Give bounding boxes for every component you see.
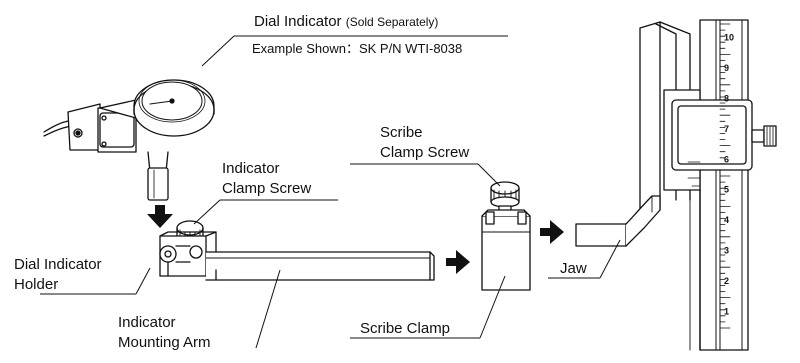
arrow-right-icon bbox=[446, 250, 470, 274]
dial-indicator-drawing bbox=[43, 79, 215, 201]
scale-number: 2 bbox=[724, 276, 729, 286]
arrow-down-icon bbox=[147, 205, 173, 228]
dial-indicator-label: Dial Indicator (Sold Separately) bbox=[254, 13, 438, 30]
scale-number: 9 bbox=[724, 63, 729, 73]
scale-number: 8 bbox=[724, 94, 729, 104]
indicator-clamp-screw-label-line1: Indicator bbox=[222, 160, 280, 177]
scribe-clamp-screw-label-line2: Clamp Screw bbox=[380, 144, 470, 161]
scale-number: 10 bbox=[724, 33, 734, 43]
indicator-clamp-screw-label-line2: Clamp Screw bbox=[222, 180, 312, 197]
arrow-right-icon bbox=[540, 220, 564, 244]
scale-number: 5 bbox=[724, 185, 729, 195]
jaw-label: Jaw bbox=[560, 260, 587, 277]
dial-indicator-holder-drawing bbox=[159, 220, 217, 277]
dial-indicator-holder-label-line2: Holder bbox=[14, 276, 59, 293]
scribe-clamp-drawing bbox=[481, 181, 531, 291]
scale-number: 4 bbox=[724, 215, 729, 225]
dial-indicator-name: Dial Indicator bbox=[254, 13, 342, 30]
example-shown-label: Example Shown：SK P/N WTI-8038 bbox=[252, 41, 463, 56]
leader-lines bbox=[40, 35, 621, 349]
indicator-mounting-arm-label-line2: Mounting Arm bbox=[118, 334, 211, 351]
scale-number: 1 bbox=[724, 306, 729, 316]
scribe-clamp-screw-label-line1: Scribe bbox=[380, 124, 423, 141]
sold-separately-note: (Sold Separately) bbox=[345, 15, 439, 29]
scale-number: 6 bbox=[724, 154, 729, 164]
indicator-mounting-arm-drawing bbox=[205, 251, 435, 281]
height-gauge-drawing bbox=[625, 19, 777, 351]
scribe-clamp-label: Scribe Clamp bbox=[360, 320, 451, 337]
scale-number: 3 bbox=[724, 246, 729, 256]
scale-number: 7 bbox=[724, 124, 729, 134]
indicator-mounting-arm-label-line1: Indicator bbox=[118, 314, 176, 331]
dial-indicator-holder-label-line1: Dial Indicator bbox=[14, 256, 102, 273]
